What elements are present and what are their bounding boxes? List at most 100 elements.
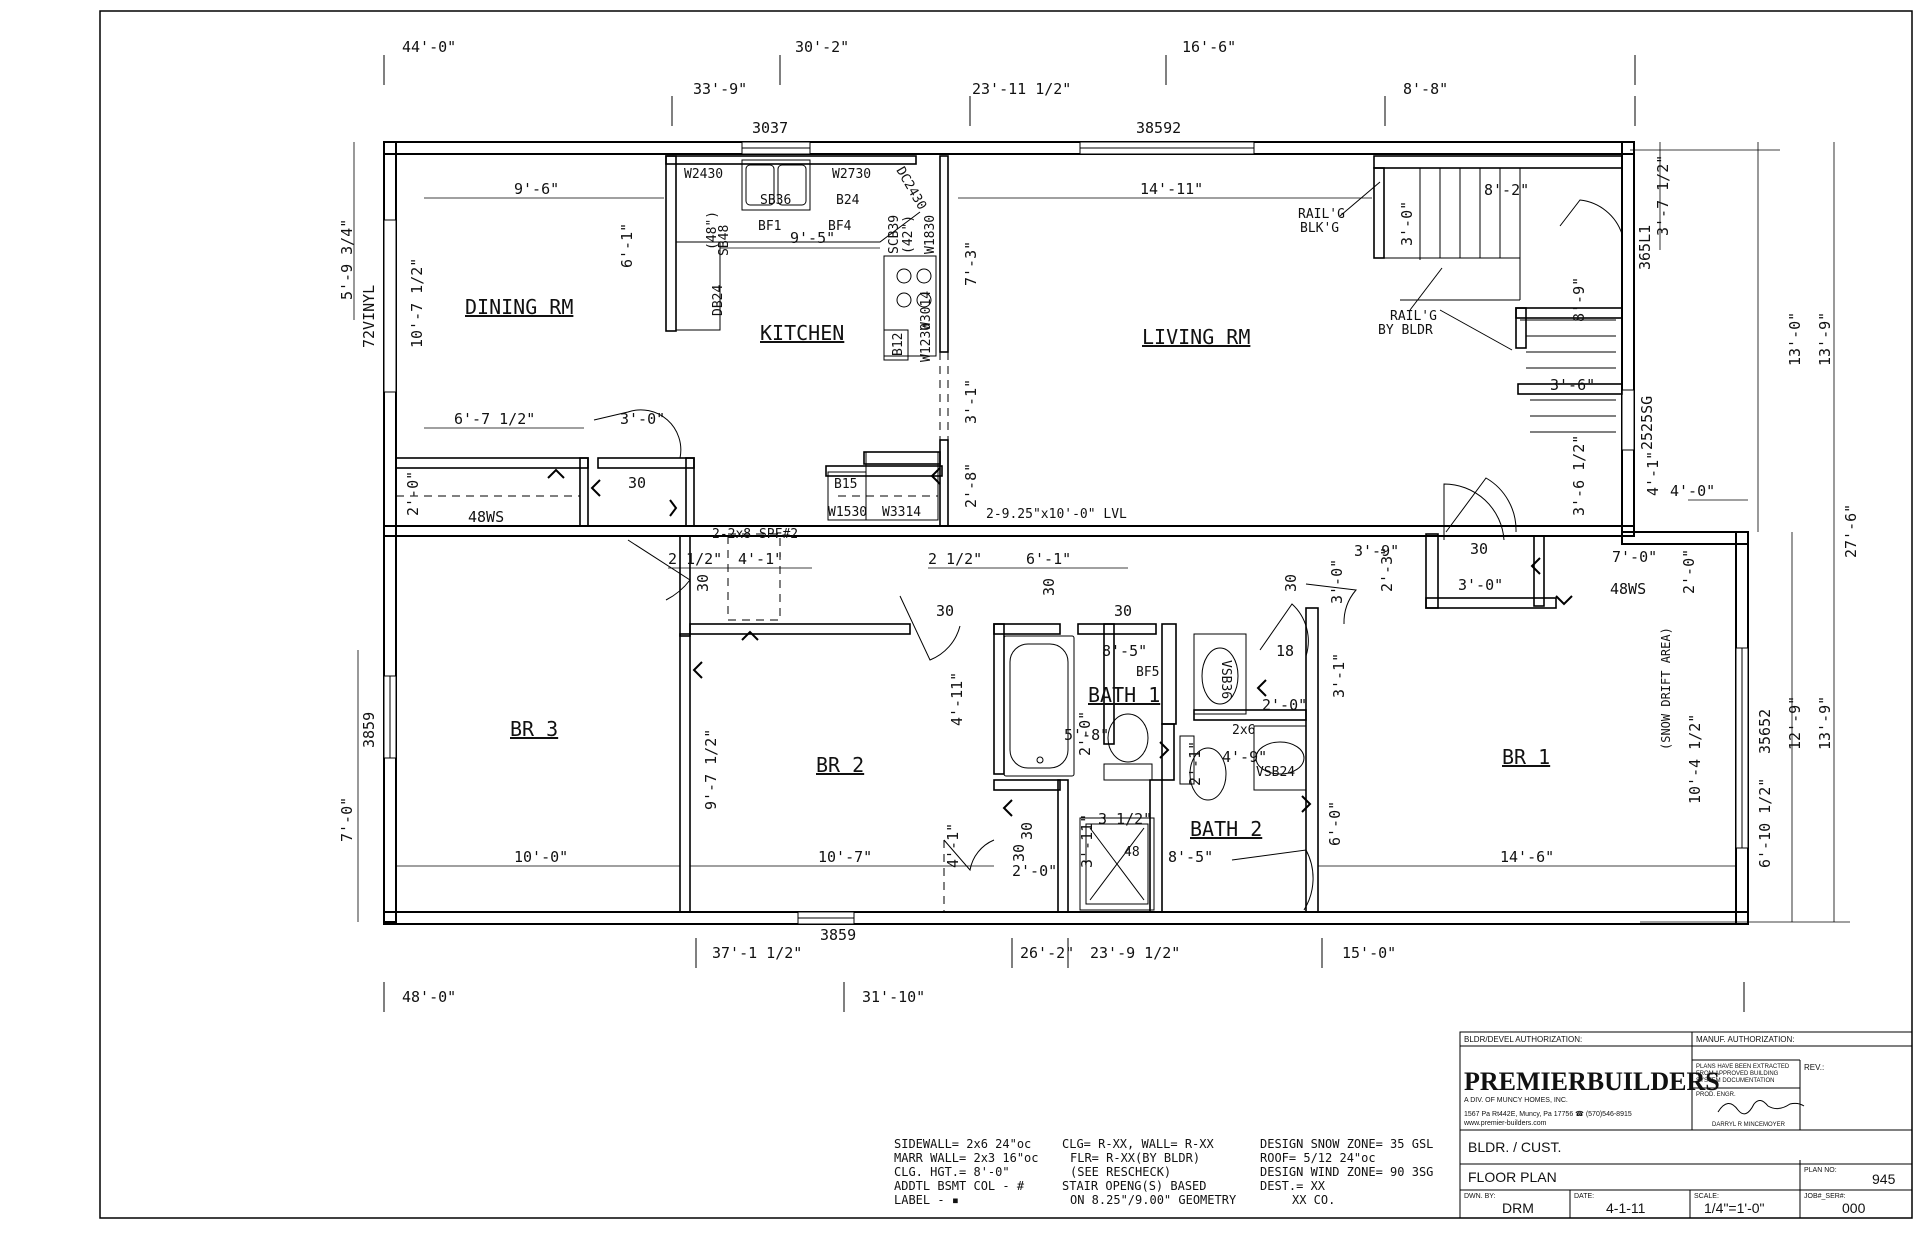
tb-scale: 1/4"=1'-0": [1704, 1200, 1765, 1216]
top-dim-30-2: 30'-2": [795, 38, 849, 56]
window-2525sg: [1621, 389, 1635, 451]
fixture-w1530: W1530: [828, 505, 867, 520]
fixture-w1830: W1830: [923, 215, 938, 254]
dim-3-11: 3'-11": [1078, 814, 1096, 868]
bath-fixtures: [1003, 633, 1307, 911]
dim-3-0-hall: 3'-0": [1328, 559, 1346, 604]
window-3859-bottom-label: 3859: [820, 926, 856, 944]
spec-flr-r: FLR= R-XX(BY BLDR): [1070, 1151, 1200, 1165]
right-3-7: 3'-7 1/2": [1654, 155, 1672, 236]
tb-dwn-by-label: DWN. BY:: [1464, 1193, 1496, 1200]
window-38592-label: 38592: [1136, 119, 1181, 137]
room-br2: BR 2: [816, 753, 864, 777]
dim-2-0-hall: 2'-0": [1012, 862, 1057, 880]
stairs: [1384, 168, 1616, 433]
top-dim-16-6: 16'-6": [1182, 38, 1236, 56]
tb-job-label: JOB#_SER#:: [1804, 1193, 1846, 1200]
spec-label: LABEL - ▪: [894, 1193, 959, 1207]
title-block: [1459, 1031, 1913, 1219]
beam-label-2x8: 2-2x8 SPF#2: [712, 527, 798, 542]
dim-3-half: 3 1/2": [1098, 810, 1152, 828]
dim-9-5: 9'-5": [790, 229, 835, 247]
tb-date: 4-1-11: [1606, 1200, 1646, 1216]
dim-closet-width: 6'-7 1/2": [454, 410, 535, 428]
right-3-6-half: 3'-6 1/2": [1570, 435, 1588, 516]
bottom-dim-23-9: 23'-9 1/2": [1090, 944, 1180, 962]
dim-5-8: 5'-8": [1064, 726, 1109, 744]
door-swings: [593, 199, 1623, 911]
room-living: LIVING RM: [1142, 325, 1250, 349]
door-30-g: 30: [1010, 844, 1028, 862]
dim-8-2: 8'-2": [1484, 181, 1529, 199]
dim-9-7: 9'-7 1/2": [702, 729, 720, 810]
fixture-48: (48"): [705, 211, 720, 250]
bottom-dimension-lines: [383, 938, 1745, 1012]
tb-customer: BLDR. / CUST.: [1468, 1139, 1561, 1155]
dim-3-0-stair: 3'-0": [1398, 201, 1416, 246]
right-2525sg: 2525SG: [1638, 396, 1656, 450]
fixture-sb48: SB48: [717, 225, 732, 256]
right-10-4: 10'-4 1/2": [1686, 714, 1704, 804]
dim-8-5-bath1: 8'-5": [1102, 642, 1147, 660]
fixture-b12: B12: [891, 333, 906, 356]
tb-extract-1: PLANS HAVE BEEN EXTRACTED: [1696, 1064, 1790, 1070]
tb-sheet-title: FLOOR PLAN: [1468, 1169, 1557, 1185]
note-blkg: BLK'G: [1300, 221, 1339, 236]
dim-7-3: 7'-3": [962, 241, 980, 286]
kitchen-cabinets: [675, 159, 939, 521]
left-3859: 3859: [360, 712, 378, 748]
dim-2-half-a: 2 1/2": [668, 550, 722, 568]
tb-rev-label: REV.:: [1804, 1063, 1824, 1072]
fixture-18: 18: [1276, 642, 1294, 660]
tb-scale-label: SCALE:: [1694, 1193, 1719, 1200]
spec-marr-wall: MARR WALL= 2x3 16"oc: [894, 1151, 1039, 1165]
bottom-dim-15-0: 15'-0": [1342, 944, 1396, 962]
fixture-dc2430: DC2430: [893, 165, 929, 213]
title-block-text: BLDR/DEVEL AUTHORIZATION: MANUF. AUTHORI…: [1463, 1035, 1896, 1216]
exterior-walls: [383, 141, 1749, 925]
door-30-h: 30: [1040, 578, 1058, 596]
dim-kitchen-6-1: 6'-1": [618, 223, 636, 268]
spec-notes: SIDEWALL= 2x6 24"oc MARR WALL= 2x3 16"oc…: [894, 1137, 1433, 1207]
bottom-dim-26-2: 26'-2": [1020, 944, 1074, 962]
interior-walls: [395, 155, 1623, 913]
dim-8-5-bath2: 8'-5": [1168, 848, 1213, 866]
stair-leaders: [1339, 181, 1513, 351]
fixture-bf4: BF4: [828, 219, 852, 234]
spec-wind-zone: DESIGN WIND ZONE= 90 3SG: [1260, 1165, 1433, 1179]
door-30-d: 30: [1114, 602, 1132, 620]
tb-website: www.premier-builders.com: [1463, 1120, 1547, 1127]
fixture-w3014: W3014: [919, 291, 934, 330]
note-by-bldr: BY BLDR: [1378, 323, 1433, 338]
top-dim-23-11: 23'-11 1/2": [972, 80, 1071, 98]
room-br1: BR 1: [1502, 745, 1550, 769]
dim-6-0: 6'-0": [1326, 801, 1344, 846]
fixture-w1230: W1230: [919, 323, 934, 362]
dim-6-1: 6'-1": [1026, 550, 1071, 568]
top-dimensions-row2: 33'-9" 23'-11 1/2" 8'-8": [693, 80, 1448, 98]
dim-4-11: 4'-11": [948, 672, 966, 726]
tb-date-label: DATE:: [1574, 1193, 1594, 1200]
beam-label-lvl: 2-9.25"x10'-0" LVL: [986, 507, 1127, 522]
fixture-w2430: W2430: [684, 167, 723, 182]
tb-address: 1567 Pa Rt442E, Muncy, Pa 17756 ☎ (570)5…: [1464, 1110, 1632, 1118]
door-30-b: 30: [694, 574, 712, 592]
dim-8-9: 8'-9": [1570, 277, 1588, 322]
fixture-shower-48: 48: [1124, 845, 1140, 860]
dim-closet-door: 3'-0": [620, 410, 665, 428]
dim-dining-depth: 10'-7 1/2": [408, 258, 426, 348]
door-30-f: 30: [1470, 540, 1488, 558]
dim-3-1: 3'-1": [962, 379, 980, 424]
dim-3-0-closet: 3'-0": [1458, 576, 1503, 594]
right-13-0: 13'-0": [1786, 312, 1804, 366]
spec-roof: ROOF= 5/12 24"oc: [1260, 1151, 1376, 1165]
fixture-b24: B24: [836, 193, 860, 208]
tb-bldr-auth: BLDR/DEVEL AUTHORIZATION:: [1464, 1035, 1582, 1044]
fixture-scb39: SCB39: [887, 215, 902, 254]
right-dimension-lines: [1630, 142, 1850, 923]
room-br3: BR 3: [510, 717, 558, 741]
room-kitchen: KITCHEN: [760, 321, 844, 345]
fixture-48ws-right: 48WS: [1610, 580, 1646, 598]
right-4-1: 4'-1": [1644, 451, 1662, 496]
spec-clg-hgt: CLG. HGT.= 8'-0": [894, 1165, 1010, 1179]
